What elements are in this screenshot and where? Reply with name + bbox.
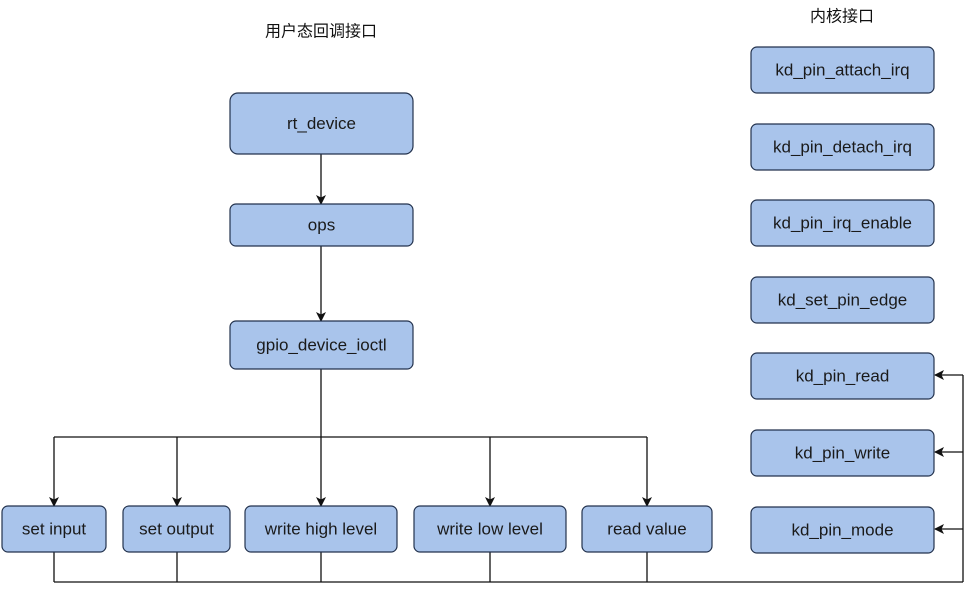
- node-set-output-label: set output: [139, 520, 214, 539]
- node-kd-pin-irq-enable-label: kd_pin_irq_enable: [773, 214, 912, 233]
- node-set-output[interactable]: set output: [122, 505, 231, 553]
- node-kd-pin-write-label: kd_pin_write: [795, 444, 890, 463]
- node-kd-pin-read-label: kd_pin_read: [796, 367, 890, 386]
- node-write-low-level[interactable]: write low level: [413, 505, 567, 553]
- node-kd-pin-attach-irq[interactable]: kd_pin_attach_irq: [750, 46, 935, 94]
- node-kd-pin-write[interactable]: kd_pin_write: [750, 429, 935, 477]
- node-set-input-label: set input: [22, 520, 87, 539]
- node-gpio-device-ioctl[interactable]: gpio_device_ioctl: [229, 320, 414, 370]
- node-kd-pin-detach-irq[interactable]: kd_pin_detach_irq: [750, 123, 935, 171]
- node-kd-pin-detach-irq-label: kd_pin_detach_irq: [773, 138, 912, 157]
- kernel-interface-heading: 内核接口: [810, 7, 874, 26]
- node-read-value[interactable]: read value: [581, 505, 713, 553]
- node-ops[interactable]: ops: [229, 203, 414, 247]
- node-kd-pin-attach-irq-label: kd_pin_attach_irq: [775, 61, 909, 80]
- node-read-value-label: read value: [607, 520, 686, 539]
- node-kd-pin-read[interactable]: kd_pin_read: [750, 352, 935, 400]
- node-gpio-device-ioctl-label: gpio_device_ioctl: [256, 336, 386, 355]
- node-write-low-level-label: write low level: [436, 520, 543, 539]
- node-write-high-level[interactable]: write high level: [244, 505, 398, 553]
- node-rt-device[interactable]: rt_device: [229, 92, 414, 155]
- node-rt-device-label: rt_device: [287, 114, 356, 133]
- edges: [49, 154, 964, 583]
- node-set-input[interactable]: set input: [1, 505, 107, 553]
- user-interface-heading: 用户态回调接口: [265, 22, 377, 41]
- node-write-high-level-label: write high level: [264, 520, 377, 539]
- node-kd-set-pin-edge[interactable]: kd_set_pin_edge: [750, 276, 935, 324]
- node-ops-label: ops: [308, 216, 335, 235]
- node-kd-pin-mode-label: kd_pin_mode: [791, 521, 893, 540]
- node-kd-set-pin-edge-label: kd_set_pin_edge: [778, 291, 908, 310]
- node-kd-pin-mode[interactable]: kd_pin_mode: [750, 506, 935, 554]
- node-kd-pin-irq-enable[interactable]: kd_pin_irq_enable: [750, 199, 935, 247]
